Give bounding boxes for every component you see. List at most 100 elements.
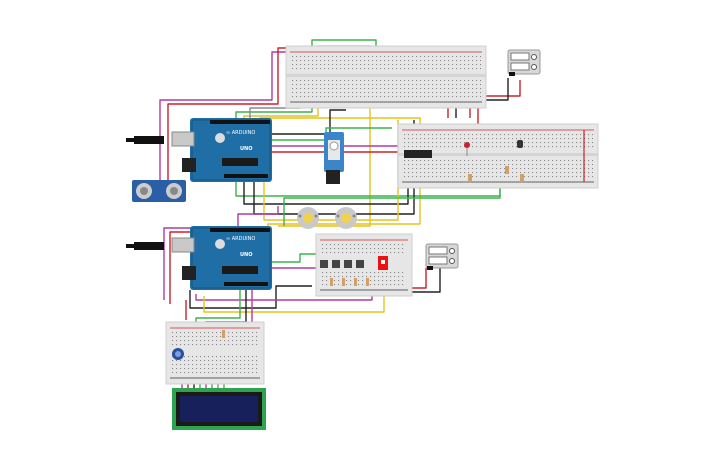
breadboard-hole [548, 176, 550, 178]
breadboard-hole [358, 284, 360, 286]
breadboard-hole [322, 252, 324, 254]
breadboard-right[interactable] [397, 123, 599, 189]
dc-motor-right[interactable] [335, 207, 357, 229]
breadboard-hole [304, 56, 306, 58]
wire[interactable] [283, 188, 501, 226]
wire[interactable] [163, 206, 279, 300]
breadboard-hole [456, 172, 458, 174]
breadboard-hole [346, 252, 348, 254]
breadboard-hole [196, 360, 198, 362]
breadboard-hole [354, 244, 356, 246]
breadboard-hole [386, 280, 388, 282]
pushbutton[interactable] [344, 260, 352, 268]
breadboard-hole [204, 360, 206, 362]
breadboard-hole [328, 92, 330, 94]
resistor[interactable] [222, 330, 225, 338]
breadboard-hole [332, 56, 334, 58]
svg-text:∞ ARDUINO: ∞ ARDUINO [226, 130, 255, 136]
breadboard-hole [448, 96, 450, 98]
breadboard-hole [452, 92, 454, 94]
wire[interactable] [243, 180, 409, 205]
breadboard-hole [384, 64, 386, 66]
breadboard-hole [356, 84, 358, 86]
breadboard-hole [324, 68, 326, 70]
lcd-16x2[interactable] [172, 388, 266, 430]
breadboard-hole [444, 80, 446, 82]
breadboard-hole [588, 176, 590, 178]
resistor[interactable] [354, 278, 357, 286]
breadboard-hole [552, 134, 554, 136]
pushbutton[interactable] [332, 260, 340, 268]
hc-sr04-ultrasonic-sensor[interactable] [132, 180, 186, 202]
breadboard-hole [548, 134, 550, 136]
wire[interactable] [270, 267, 323, 272]
dc-power-plug-bottom[interactable] [126, 242, 164, 250]
breadboard-hole [348, 96, 350, 98]
resistor[interactable] [505, 166, 509, 174]
breadboard-hole [460, 146, 462, 148]
breadboard-top[interactable] [285, 45, 487, 109]
breadboard-hole [316, 96, 318, 98]
arduino-uno-top[interactable]: ∞ ARDUINO UNO [171, 118, 272, 182]
power-supply-top[interactable] [507, 49, 541, 76]
breadboard-hole [528, 134, 530, 136]
micro-servo[interactable] [324, 132, 344, 184]
breadboard-bottom-left[interactable] [165, 321, 265, 385]
breadboard-hole [480, 168, 482, 170]
breadboard-hole [448, 176, 450, 178]
breadboard-hole [416, 68, 418, 70]
power-supply-mid[interactable] [425, 243, 459, 270]
ic-chip[interactable] [404, 150, 432, 158]
breadboard-hole [312, 68, 314, 70]
breadboard-hole [412, 84, 414, 86]
breadboard-hole [380, 80, 382, 82]
breadboard-hole [392, 68, 394, 70]
wire[interactable] [189, 285, 312, 309]
potentiometer[interactable] [172, 348, 184, 360]
breadboard-hole [512, 168, 514, 170]
breadboard-hole [316, 68, 318, 70]
breadboard-hole [362, 284, 364, 286]
breadboard-hole [380, 64, 382, 66]
resistor[interactable] [520, 174, 524, 182]
breadboard-hole [504, 176, 506, 178]
breadboard-hole [346, 284, 348, 286]
breadboard-hole [212, 368, 214, 370]
breadboard-hole [472, 142, 474, 144]
breadboard-hole [456, 60, 458, 62]
breadboard-hole [316, 84, 318, 86]
breadboard-mid[interactable] [315, 233, 413, 297]
resistor[interactable] [330, 278, 333, 286]
breadboard-hole [370, 272, 372, 274]
arduino-uno-bottom[interactable]: ∞ ARDUINO UNO [171, 226, 272, 290]
breadboard-hole [476, 134, 478, 136]
sensor[interactable] [517, 140, 523, 148]
dc-motor-left[interactable] [297, 207, 319, 229]
dc-power-plug-top[interactable] [126, 136, 164, 144]
breadboard-hole [432, 172, 434, 174]
breadboard-hole [342, 244, 344, 246]
wire[interactable] [272, 109, 346, 135]
resistor[interactable] [366, 278, 369, 286]
breadboard-hole [216, 360, 218, 362]
breadboard-hole [228, 344, 230, 346]
resistor[interactable] [468, 174, 472, 182]
breadboard-hole [404, 84, 406, 86]
pushbutton[interactable] [356, 260, 364, 268]
breadboard-hole [204, 364, 206, 366]
breadboard-hole [244, 340, 246, 342]
wire[interactable] [447, 105, 479, 126]
breadboard-hole [444, 68, 446, 70]
breadboard-hole [460, 168, 462, 170]
breadboard-hole [324, 64, 326, 66]
wire[interactable] [203, 284, 385, 313]
pushbutton[interactable] [320, 260, 328, 268]
breadboard-hole [356, 68, 358, 70]
breadboard-hole [326, 280, 328, 282]
resistor[interactable] [342, 278, 345, 286]
wire[interactable] [167, 47, 290, 196]
breadboard-hole [388, 68, 390, 70]
breadboard-hole [330, 272, 332, 274]
led[interactable] [464, 142, 470, 156]
